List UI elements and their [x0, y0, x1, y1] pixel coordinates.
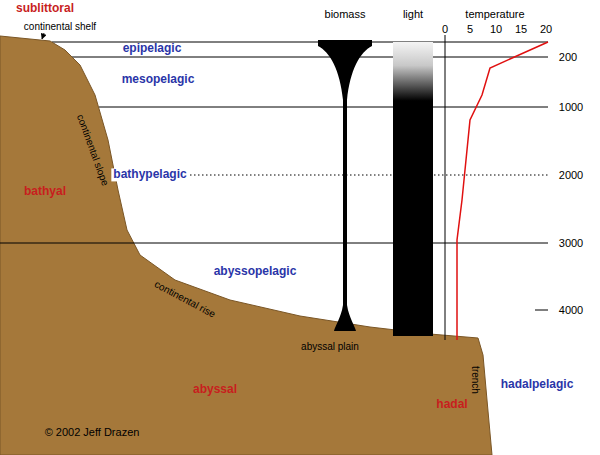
axis-tick: 0 [442, 23, 448, 35]
leader-arrow [42, 33, 44, 39]
zone-label: abyssopelagic [214, 265, 297, 278]
depth-value: 1000 [559, 101, 583, 113]
depth-value: 3000 [559, 237, 583, 249]
column-heading: light [403, 8, 423, 20]
depth-line [0, 243, 548, 244]
depth-value: 200 [559, 51, 577, 63]
depth-tick [535, 310, 548, 311]
feature-label: continental rise [153, 278, 218, 319]
depth-line [99, 107, 548, 108]
axis-tick: 20 [540, 23, 552, 35]
depth-value: 4000 [559, 304, 583, 316]
column-heading: biomass [325, 8, 366, 20]
axis-tick: 10 [490, 23, 502, 35]
column-heading: temperature [465, 8, 524, 20]
zone-label: abyssal [193, 383, 237, 396]
temperature-axis [445, 35, 446, 340]
zone-label: bathypelagic [111, 168, 188, 181]
depth-line [67, 57, 548, 58]
zone-label: hadal [436, 398, 467, 411]
zone-label: hadalpelagic [501, 378, 574, 391]
feature-label: abyssal plain [301, 341, 359, 352]
axis-tick: 5 [467, 23, 473, 35]
zone-label: mesopelagic [122, 73, 195, 86]
seafloor [0, 36, 492, 455]
zone-label: sublittoral [16, 2, 74, 15]
feature-label: continental shelf [24, 21, 96, 32]
zone-label: bathyal [24, 185, 66, 198]
copyright-note: © 2002 Jeff Drazen [45, 426, 140, 438]
axis-tick: 15 [515, 23, 527, 35]
depth-value: 2000 [559, 169, 583, 181]
temperature-curve [457, 42, 548, 340]
zone-label: epipelagic [123, 42, 182, 55]
feature-label: trench [470, 366, 481, 394]
light-bar [393, 42, 433, 336]
biomass-profile [318, 40, 372, 331]
feature-label: continental slope [75, 113, 111, 187]
